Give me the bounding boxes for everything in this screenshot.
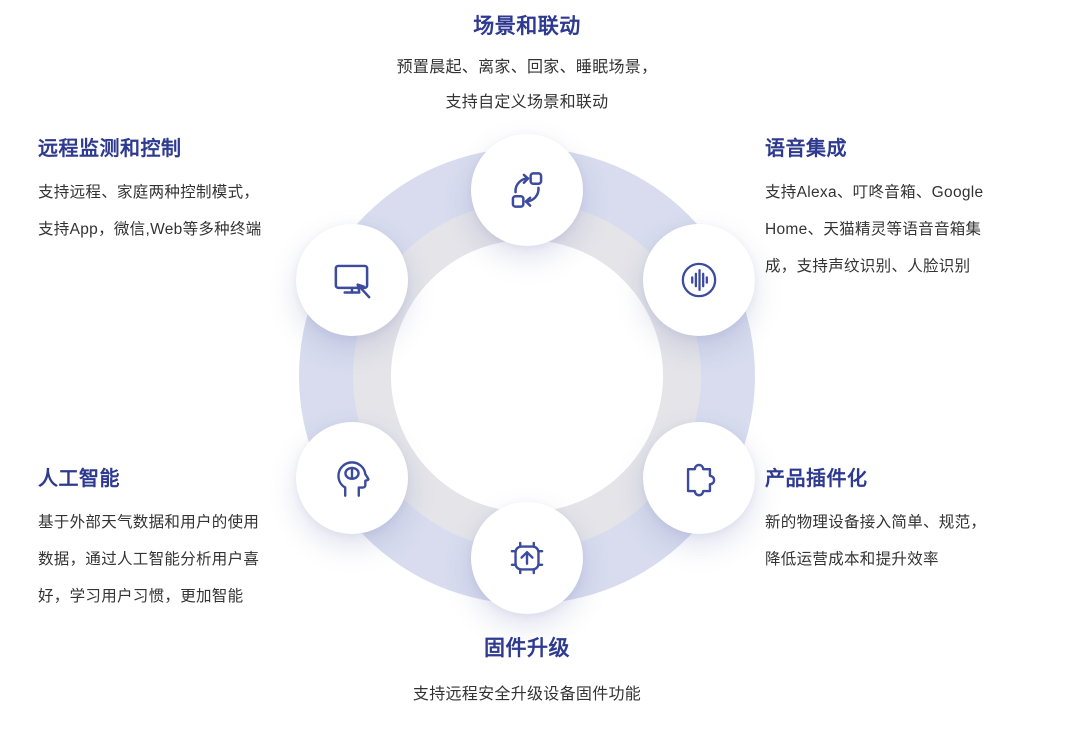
remote-node	[296, 224, 408, 336]
feature-firmware-title: 固件升级	[483, 637, 570, 660]
desc-line: 基于外部天气数据和用户的使用	[38, 514, 260, 531]
firmware-node	[471, 502, 583, 614]
monitor-arrow-icon	[334, 264, 371, 299]
feature-firmware: 固件升级 支持远程安全升级设备固件功能	[413, 636, 641, 708]
scenes-node	[471, 134, 583, 246]
feature-scenes-title: 场景和联动	[473, 15, 581, 38]
scenes-sync-icon	[511, 172, 543, 208]
feature-ai-desc: 基于外部天气数据和用户的使用 数据，通过人工智能分析用户喜 好，学习用户习惯，更…	[38, 504, 348, 615]
puzzle-icon	[686, 463, 716, 497]
ai-head-icon	[337, 461, 370, 497]
feature-remote: 远程监测和控制 支持远程、家庭两种控制模式， 支持App，微信,Web等多种终端	[38, 136, 348, 248]
desc-line: 支持自定义场景和联动	[445, 94, 609, 111]
desc-line: 成，支持声纹识别、人脸识别	[765, 258, 971, 275]
feature-remote-desc: 支持远程、家庭两种控制模式， 支持App，微信,Web等多种终端	[38, 174, 348, 248]
desc-line: 支持App，微信,Web等多种终端	[38, 221, 262, 238]
ai-node	[296, 422, 408, 534]
feature-remote-title: 远程监测和控制	[38, 138, 182, 160]
plugin-node	[643, 422, 755, 534]
ring-center	[391, 240, 663, 512]
feature-plugin-title: 产品插件化	[765, 468, 868, 490]
firmware-chip-icon	[510, 541, 544, 575]
feature-voice: 语音集成 支持Alexa、叮咚音箱、Google Home、天猫精灵等语音音箱集…	[765, 136, 1065, 285]
feature-plugin: 产品插件化 新的物理设备接入简单、规范， 降低运营成本和提升效率	[765, 466, 1065, 578]
feature-ai-title: 人工智能	[38, 468, 120, 490]
desc-line: 预置晨起、离家、回家、睡眠场景，	[396, 59, 658, 76]
feature-voice-title: 语音集成	[765, 138, 847, 160]
desc-line: 好，学习用户习惯，更加智能	[38, 588, 244, 605]
desc-line: 支持Alexa、叮咚音箱、Google	[765, 184, 984, 201]
feature-plugin-desc: 新的物理设备接入简单、规范， 降低运营成本和提升效率	[765, 504, 1065, 578]
feature-scenes-desc: 预置晨起、离家、回家、睡眠场景， 支持自定义场景和联动	[397, 50, 658, 120]
feature-voice-desc: 支持Alexa、叮咚音箱、Google Home、天猫精灵等语音音箱集 成，支持…	[765, 174, 1065, 285]
desc-line: 降低运营成本和提升效率	[765, 551, 939, 568]
voice-node	[643, 224, 755, 336]
desc-line: 数据，通过人工智能分析用户喜	[38, 551, 260, 568]
feature-scenes: 场景和联动 预置晨起、离家、回家、睡眠场景， 支持自定义场景和联动	[397, 14, 658, 120]
desc-line: 支持远程、家庭两种控制模式，	[38, 184, 260, 201]
desc-line: 支持远程安全升级设备固件功能	[412, 686, 642, 703]
voice-wave-icon	[681, 262, 717, 298]
desc-line: 新的物理设备接入简单、规范，	[765, 514, 987, 531]
feature-ai: 人工智能 基于外部天气数据和用户的使用 数据，通过人工智能分析用户喜 好，学习用…	[38, 466, 348, 615]
desc-line: Home、天猫精灵等语音音箱集	[765, 221, 982, 238]
feature-firmware-desc: 支持远程安全升级设备固件功能	[413, 682, 641, 708]
